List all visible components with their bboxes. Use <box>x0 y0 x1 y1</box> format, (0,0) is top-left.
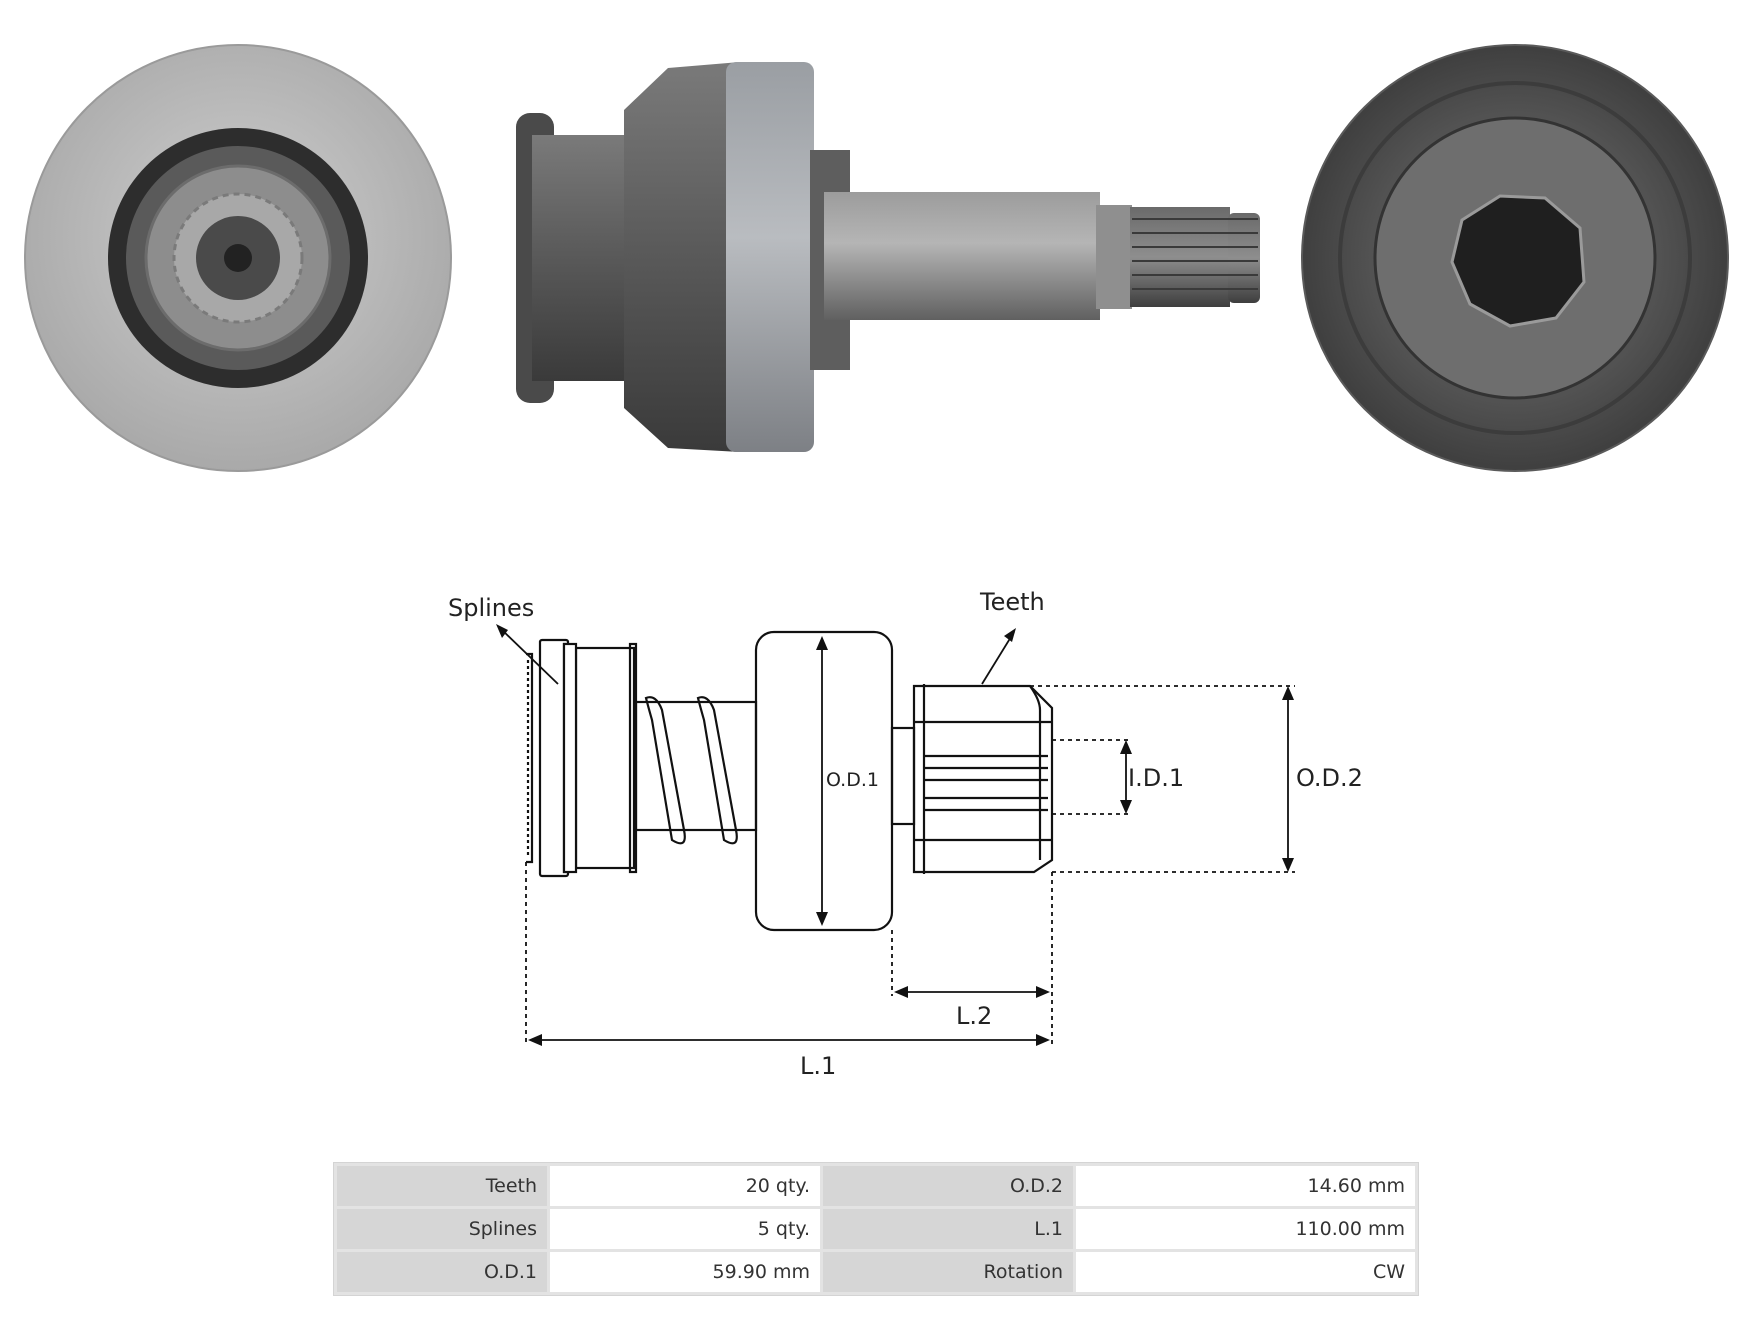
front-view-photo <box>24 44 452 472</box>
table-row: O.D.1 59.90 mm Rotation CW <box>337 1252 1415 1292</box>
spec-value: 59.90 mm <box>550 1252 820 1292</box>
dimension-diagram: Splines Teeth O.D.1 I.D.1 O.D.2 L.2 L.1 <box>448 588 1363 1080</box>
label-id1: I.D.1 <box>1128 764 1184 792</box>
specifications-table: Teeth 20 qty. O.D.2 14.60 mm Splines 5 q… <box>333 1162 1419 1296</box>
clutch-hub <box>574 646 636 870</box>
rear-view-photo <box>1301 44 1729 472</box>
label-l2: L.2 <box>956 1002 992 1030</box>
spring-coil <box>644 696 686 845</box>
side-view-photo <box>516 62 1260 452</box>
spec-value: 110.00 mm <box>1076 1209 1415 1249</box>
label-l1: L.1 <box>800 1052 836 1080</box>
label-od2: O.D.2 <box>1296 764 1363 792</box>
label-splines: Splines <box>448 594 534 622</box>
splines-end <box>526 652 534 864</box>
spec-label: O.D.1 <box>337 1252 547 1292</box>
spec-label: Rotation <box>823 1252 1073 1292</box>
label-od1: O.D.1 <box>826 769 879 791</box>
product-photos <box>24 44 1729 472</box>
spec-label: L.1 <box>823 1209 1073 1249</box>
spring-sleeve <box>634 700 758 832</box>
spec-value: CW <box>1076 1252 1415 1292</box>
spec-label: O.D.2 <box>823 1166 1073 1206</box>
spec-value: 5 qty. <box>550 1209 820 1249</box>
table-row: Teeth 20 qty. O.D.2 14.60 mm <box>337 1166 1415 1206</box>
spec-value: 14.60 mm <box>1076 1166 1415 1206</box>
spec-label: Splines <box>337 1209 547 1249</box>
table-row: Splines 5 qty. L.1 110.00 mm <box>337 1209 1415 1249</box>
spec-label: Teeth <box>337 1166 547 1206</box>
label-teeth: Teeth <box>979 588 1045 616</box>
front-flange <box>562 642 578 874</box>
spec-value: 20 qty. <box>550 1166 820 1206</box>
